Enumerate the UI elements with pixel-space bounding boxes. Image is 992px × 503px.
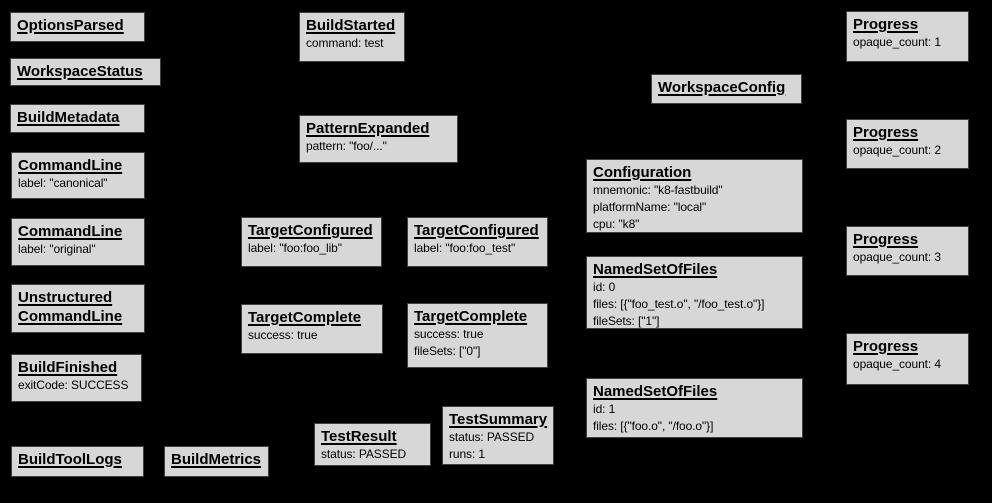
node-attribute: id: 0 bbox=[593, 280, 616, 294]
node-title: TestResult bbox=[321, 428, 397, 445]
command-line-original-node: CommandLine label: "original" bbox=[11, 218, 145, 266]
build-metadata-node: BuildMetadata bbox=[10, 104, 145, 133]
workspace-status-node: WorkspaceStatus bbox=[10, 58, 161, 86]
node-attribute: files: [{"foo.o", "/foo.o"}] bbox=[593, 419, 714, 433]
build-metrics-node: BuildMetrics bbox=[164, 446, 269, 477]
target-configured-foo-lib-node: TargetConfigured label: "foo:foo_lib" bbox=[241, 217, 382, 267]
node-title: BuildMetadata bbox=[17, 109, 120, 126]
node-attribute: mnemonic: "k8-fastbuild" bbox=[593, 183, 723, 197]
pattern-expanded-node: PatternExpanded pattern: "foo/..." bbox=[299, 115, 458, 163]
named-set-of-files-0-node: NamedSetOfFiles id: 0 files: [{"foo_test.o… bbox=[586, 256, 803, 329]
node-attribute: opaque_count: 3 bbox=[853, 250, 941, 264]
node-attribute: runs: 1 bbox=[449, 447, 485, 461]
node-title: TargetConfigured bbox=[248, 222, 373, 239]
node-title: CommandLine bbox=[18, 223, 123, 240]
node-title: WorkspaceConfig bbox=[658, 79, 786, 96]
node-title: BuildToolLogs bbox=[18, 451, 122, 468]
node-attribute: id: 1 bbox=[593, 402, 616, 416]
target-configured-foo-test-node: TargetConfigured label: "foo:foo_test" bbox=[407, 217, 548, 267]
unstructured-command-line-node: Unstructured CommandLine bbox=[11, 284, 145, 333]
node-title: Unstructured CommandLine bbox=[18, 289, 123, 325]
node-attribute: exitCode: SUCCESS bbox=[18, 378, 129, 392]
node-attribute: files: [{"foo_test.o", "/foo_test.o"}] bbox=[593, 297, 765, 311]
progress-1-node: Progress opaque_count: 1 bbox=[846, 11, 969, 62]
node-attribute: cpu: "k8" bbox=[593, 217, 640, 231]
options-parsed-node: OptionsParsed bbox=[10, 12, 145, 42]
node-attribute: success: true bbox=[248, 328, 318, 342]
node-title: NamedSetOfFiles bbox=[593, 383, 718, 400]
target-complete-lib-node: TargetComplete success: true bbox=[241, 304, 383, 354]
progress-2-node: Progress opaque_count: 2 bbox=[846, 119, 969, 169]
build-finished-node: BuildFinished exitCode: SUCCESS bbox=[11, 354, 142, 402]
node-attribute: label: "original" bbox=[18, 242, 96, 256]
node-title: TargetConfigured bbox=[414, 222, 539, 239]
node-attribute: opaque_count: 1 bbox=[853, 35, 941, 49]
node-title: Configuration bbox=[593, 164, 692, 181]
node-attribute: label: "canonical" bbox=[18, 176, 108, 190]
node-title: TargetComplete bbox=[414, 308, 528, 325]
node-attribute: label: "foo:foo_test" bbox=[414, 241, 516, 255]
node-title: PatternExpanded bbox=[306, 120, 430, 137]
node-title: TargetComplete bbox=[248, 309, 362, 326]
node-title: Progress bbox=[853, 124, 919, 141]
test-result-node: TestResult status: PASSED bbox=[314, 423, 431, 466]
node-attribute: status: PASSED bbox=[321, 447, 407, 461]
command-line-canonical-node: CommandLine label: "canonical" bbox=[11, 152, 145, 199]
configuration-node: Configuration mnemonic: "k8-fastbuild" pla… bbox=[586, 159, 803, 233]
node-attribute: opaque_count: 4 bbox=[853, 357, 941, 371]
node-title: OptionsParsed bbox=[17, 17, 124, 34]
node-attribute: fileSets: ["0"] bbox=[414, 344, 481, 358]
node-title: BuildMetrics bbox=[171, 451, 262, 468]
node-title: NamedSetOfFiles bbox=[593, 261, 718, 278]
build-tool-logs-node: BuildToolLogs bbox=[11, 446, 144, 477]
named-set-of-files-1-node: NamedSetOfFiles id: 1 files: [{"foo.o", "/… bbox=[586, 378, 803, 438]
test-summary-node: TestSummary status: PASSED runs: 1 bbox=[442, 406, 554, 465]
node-title: BuildFinished bbox=[18, 359, 118, 376]
node-attribute: pattern: "foo/..." bbox=[306, 139, 387, 153]
progress-4-node: Progress opaque_count: 4 bbox=[846, 333, 969, 385]
node-title: Progress bbox=[853, 231, 919, 248]
workspace-config-node: WorkspaceConfig bbox=[651, 74, 802, 104]
build-started-node: BuildStarted command: test bbox=[299, 12, 405, 62]
node-title: TestSummary bbox=[449, 411, 548, 428]
node-attribute: status: PASSED bbox=[449, 430, 535, 444]
node-attribute: platformName: "local" bbox=[593, 200, 707, 214]
node-attribute: fileSets: ["1"] bbox=[593, 314, 660, 328]
node-title: Progress bbox=[853, 338, 919, 355]
node-attribute: command: test bbox=[306, 36, 384, 50]
node-attribute: success: true bbox=[414, 327, 484, 341]
node-attribute: opaque_count: 2 bbox=[853, 143, 941, 157]
target-complete-test-node: TargetComplete success: true fileSets: ["0… bbox=[407, 303, 548, 368]
node-title: WorkspaceStatus bbox=[17, 63, 143, 80]
node-title: BuildStarted bbox=[306, 17, 396, 34]
node-title: Progress bbox=[853, 16, 919, 33]
node-attribute: label: "foo:foo_lib" bbox=[248, 241, 342, 255]
node-title: CommandLine bbox=[18, 157, 123, 174]
progress-3-node: Progress opaque_count: 3 bbox=[846, 226, 969, 276]
